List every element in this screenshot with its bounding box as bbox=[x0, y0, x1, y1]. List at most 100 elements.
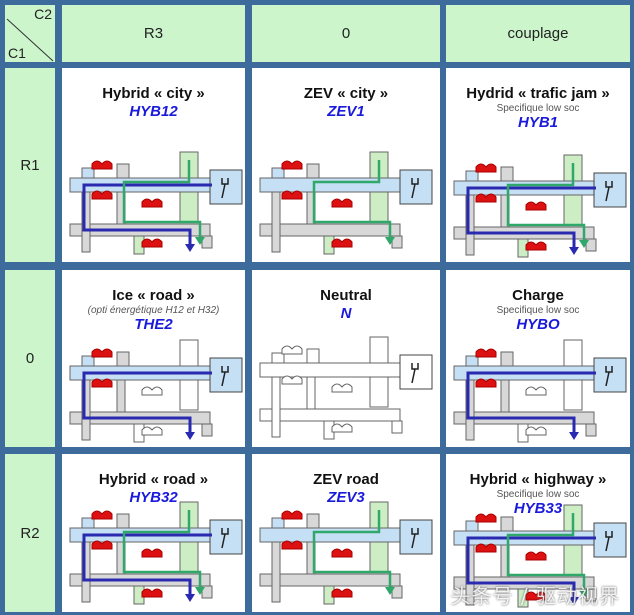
synchro-engaged-icon bbox=[281, 160, 303, 170]
em-gear bbox=[369, 376, 389, 408]
mode-title: Neutral bbox=[320, 287, 372, 304]
mode-code: ZEV1 bbox=[327, 103, 365, 120]
electric-motor-box bbox=[209, 357, 243, 393]
em-gear bbox=[563, 379, 583, 411]
gear bbox=[116, 163, 130, 179]
motor-icon bbox=[605, 531, 613, 552]
input-shaft bbox=[259, 177, 411, 193]
gear bbox=[271, 517, 285, 529]
motor-icon bbox=[411, 363, 419, 384]
gear bbox=[201, 423, 213, 437]
gearbox-diagram bbox=[259, 501, 433, 605]
gear bbox=[500, 379, 510, 413]
synchro-engaged-icon bbox=[475, 348, 497, 358]
synchro-engaged-icon bbox=[91, 190, 113, 200]
synchro-engaged-icon bbox=[141, 198, 163, 208]
mode-cell: ZEV « city »ZEV1 bbox=[252, 68, 440, 262]
synchro-engaged-icon bbox=[91, 378, 113, 388]
synchro-icon bbox=[525, 386, 547, 396]
electric-motor-box bbox=[209, 169, 243, 205]
ice-power-path bbox=[466, 371, 596, 434]
gear bbox=[465, 170, 479, 182]
ice-power-path bbox=[466, 536, 596, 599]
mode-code: HYB33 bbox=[513, 500, 563, 517]
synchro-icon bbox=[281, 375, 303, 385]
synchro-engaged-icon bbox=[91, 540, 113, 550]
synchro-engaged-icon bbox=[141, 548, 163, 558]
gear bbox=[465, 355, 479, 367]
gear bbox=[465, 544, 475, 606]
input-shaft bbox=[259, 527, 411, 543]
gear bbox=[585, 588, 597, 602]
mode-title: Charge bbox=[512, 287, 564, 304]
gear bbox=[391, 420, 403, 434]
gear bbox=[116, 379, 126, 413]
synchro-engaged-icon bbox=[281, 190, 303, 200]
em-gear bbox=[563, 339, 583, 367]
ice-power-path bbox=[82, 183, 212, 246]
gear bbox=[465, 520, 479, 532]
motor-icon bbox=[221, 528, 229, 549]
motor-icon bbox=[411, 528, 419, 549]
arrow-icon bbox=[385, 587, 395, 595]
ice-power-path bbox=[82, 533, 212, 596]
gear bbox=[306, 513, 320, 529]
gear bbox=[271, 541, 281, 603]
output-shaft bbox=[259, 223, 401, 237]
arrow-icon bbox=[185, 244, 195, 252]
gearbox-diagram bbox=[259, 151, 433, 255]
arrow-icon bbox=[569, 597, 579, 605]
synchro-engaged-icon bbox=[475, 513, 497, 523]
corner-label-c2: C2 bbox=[34, 6, 52, 22]
em-gear bbox=[563, 544, 583, 576]
em-gear bbox=[369, 191, 389, 223]
ev-power-path bbox=[506, 163, 586, 242]
gear bbox=[271, 352, 285, 364]
mode-subtitle: Specifique low soc bbox=[496, 305, 580, 316]
gearbox-diagram bbox=[453, 154, 627, 258]
synchro-engaged-icon bbox=[141, 588, 163, 598]
mode-title: Hybrid « road » bbox=[98, 471, 209, 488]
gear bbox=[81, 517, 95, 529]
synchro-icon bbox=[141, 386, 163, 396]
ev-power-path bbox=[506, 513, 586, 592]
arrow-icon bbox=[185, 594, 195, 602]
mode-title: ZEV road bbox=[313, 471, 379, 488]
motor-icon bbox=[605, 366, 613, 387]
ice-power-path bbox=[466, 186, 596, 249]
arrow-icon bbox=[185, 432, 195, 440]
mode-title: ZEV « city » bbox=[303, 85, 389, 102]
gearbox-diagram bbox=[69, 501, 243, 605]
gear bbox=[201, 585, 213, 599]
row-header-r1: R1 bbox=[5, 68, 55, 262]
synchro-engaged-icon bbox=[141, 238, 163, 248]
gearbox-diagram bbox=[453, 339, 627, 443]
em-gear bbox=[563, 194, 583, 226]
synchro-icon bbox=[331, 383, 353, 393]
synchro-engaged-icon bbox=[525, 551, 547, 561]
mode-code: HYBO bbox=[516, 316, 560, 333]
electric-motor-box bbox=[593, 357, 627, 393]
arrow-icon bbox=[569, 247, 579, 255]
electric-motor-box bbox=[593, 172, 627, 208]
gear bbox=[585, 423, 597, 437]
synchro-engaged-icon bbox=[91, 510, 113, 520]
arrow-icon bbox=[569, 432, 579, 440]
synchro-engaged-icon bbox=[475, 378, 497, 388]
row-header-r2: R2 bbox=[5, 454, 55, 612]
mode-subtitle: (opti énergétique H12 et H32) bbox=[87, 305, 220, 316]
row-header-0: 0 bbox=[5, 270, 55, 447]
motor-icon bbox=[221, 178, 229, 199]
synchro-engaged-icon bbox=[281, 540, 303, 550]
gear bbox=[465, 194, 475, 256]
gear bbox=[81, 541, 91, 603]
gear bbox=[500, 516, 514, 532]
gear bbox=[500, 351, 514, 367]
ev-power-path bbox=[312, 510, 392, 589]
synchro-engaged-icon bbox=[331, 548, 353, 558]
mode-code: HYB12 bbox=[129, 103, 178, 120]
arrow-icon bbox=[385, 237, 395, 245]
diagonal-divider bbox=[6, 18, 54, 62]
